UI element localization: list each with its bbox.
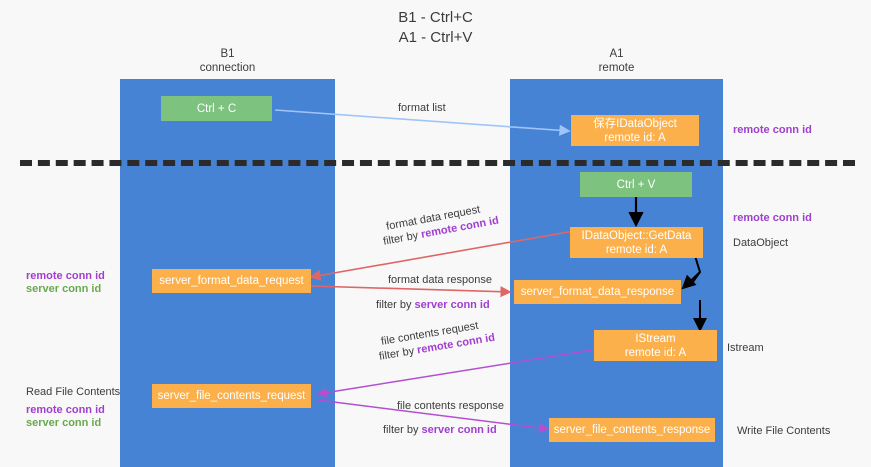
filter-prefix: filter by [383, 424, 422, 436]
lane-header-a1: A1 remote [510, 48, 723, 75]
box-server-file-contents-request-label: server_file_contents_request [157, 390, 306, 402]
box-server-format-data-request[interactable]: server_format_data_request [152, 269, 311, 293]
box-getdata-line2: remote id: A [605, 243, 668, 256]
box-idataobject-getdata[interactable]: IDataObject::GetData remote id: A [570, 227, 703, 258]
lane-header-a1-sub: remote [598, 61, 635, 74]
side-label-dataobject: DataObject [733, 237, 789, 249]
box-server-file-contents-response[interactable]: server_file_contents_response [549, 418, 715, 442]
filter-key-server-conn-id: server conn id [414, 299, 490, 311]
side-label-left-server-conn-id-mid: server conn id [26, 283, 102, 295]
box-server-file-contents-response-label: server_file_contents_response [553, 424, 711, 436]
box-server-format-data-response-label: server_format_data_response [520, 286, 675, 298]
box-ctrl-v[interactable]: Ctrl + V [580, 172, 692, 197]
edge-label-file-contents-response: file contents response [397, 400, 505, 412]
edge-label-format-data-response-filter: filter by server conn id [376, 298, 490, 312]
side-label-istream: Istream [727, 342, 764, 354]
lane-header-b1: B1 connection [120, 48, 335, 75]
box-ctrl-c-label: Ctrl + C [196, 102, 237, 115]
side-label-left-remote-conn-id-bottom: remote conn id [26, 404, 105, 416]
side-label-left-server-conn-id-bottom: server conn id [26, 417, 102, 429]
side-label-remote-conn-id-top: remote conn id [733, 124, 812, 136]
side-label-remote-conn-id-mid: remote conn id [733, 212, 812, 224]
title-line-2: A1 - Ctrl+V [398, 29, 473, 46]
lane-header-a1-name: A1 [609, 48, 624, 60]
edge-label-file-contents-response-filter: filter by server conn id [383, 423, 497, 437]
box-istream[interactable]: IStream remote id: A [594, 330, 717, 361]
phase-divider [20, 160, 855, 166]
side-label-write-file-contents: Write File Contents [737, 425, 831, 437]
box-ctrl-v-label: Ctrl + V [616, 178, 656, 191]
lane-header-b1-sub: connection [199, 61, 256, 74]
box-save-idataobject-line1: 保存IDataObject [593, 117, 677, 130]
title-line-1: B1 - Ctrl+C [398, 9, 473, 26]
box-ctrl-c[interactable]: Ctrl + C [161, 96, 272, 121]
edge-label-format-list: format list [398, 102, 446, 114]
filter-key-server-conn-id: server conn id [421, 424, 497, 436]
box-istream-line2: remote id: A [624, 346, 687, 359]
side-label-left-remote-conn-id-mid: remote conn id [26, 270, 105, 282]
box-getdata-line1: IDataObject::GetData [581, 229, 692, 242]
box-save-idataobject-line2: remote id: A [604, 131, 666, 144]
box-server-format-data-response[interactable]: server_format_data_response [514, 280, 681, 304]
box-server-file-contents-request[interactable]: server_file_contents_request [152, 384, 311, 408]
lane-header-b1-name: B1 [220, 48, 235, 60]
edge-label-format-data-response: format data response [388, 274, 492, 286]
filter-prefix: filter by [376, 299, 415, 311]
side-label-read-file-contents: Read File Contents [26, 386, 121, 398]
diagram-title: B1 - Ctrl+C A1 - Ctrl+V [0, 8, 871, 48]
box-server-format-data-request-label: server_format_data_request [159, 275, 304, 287]
box-istream-line1: IStream [635, 332, 676, 345]
box-save-idataobject[interactable]: 保存IDataObject remote id: A [571, 115, 699, 146]
